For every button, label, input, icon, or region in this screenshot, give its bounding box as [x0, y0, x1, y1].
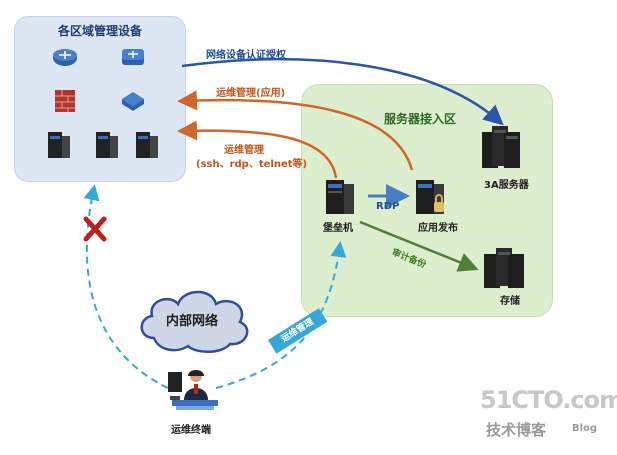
device-region-title: 各区域管理设备	[58, 24, 143, 38]
watermark-blog: Blog	[572, 423, 598, 434]
auth-label: 网络设备认证授权	[206, 50, 286, 61]
server-region-title: 服务器接入区	[384, 112, 457, 126]
audit-arrow	[359, 220, 479, 272]
bastion-server-icon	[326, 180, 354, 214]
watermark-site: 51CTO.com	[480, 386, 617, 414]
aaa-server-icon	[482, 126, 520, 168]
storage-icon	[484, 248, 524, 288]
blocked-dashed-path	[83, 184, 169, 389]
l3-switch-icon	[122, 92, 144, 111]
server-icon-2	[96, 132, 118, 158]
firewall-icon	[55, 90, 75, 112]
terminal-user-icon	[168, 370, 218, 410]
app-publish-server-icon	[416, 180, 444, 214]
app-publish-label: 应用发布	[418, 223, 458, 234]
auth-arrow	[181, 57, 504, 126]
blocked-x-icon	[83, 216, 107, 242]
switch-icon	[122, 49, 144, 65]
router-icon	[53, 49, 77, 66]
aaa-server-label: 3A服务器	[484, 180, 529, 191]
intranet-cloud-icon	[140, 290, 249, 353]
ops-app-label: 运维管理(应用)	[216, 88, 286, 99]
ops-cmd-arrow	[177, 120, 338, 179]
ops-app-arrow	[177, 90, 414, 171]
terminal-label: 运维终端	[171, 425, 211, 436]
intranet-label: 内部网络	[166, 314, 219, 329]
rdp-label: RDP	[376, 201, 400, 212]
server-icon-1	[48, 132, 70, 158]
ops-cmd-label-2: (ssh、rdp、telnet等)	[196, 159, 308, 170]
watermark-sub: 技术博客	[486, 421, 547, 439]
ops-mgmt-dashed-path	[215, 241, 347, 389]
ops-cmd-label-1: 运维管理	[224, 145, 264, 156]
server-icon-3	[136, 132, 158, 158]
storage-label: 存储	[500, 296, 520, 307]
bastion-label: 堡垒机	[323, 223, 353, 234]
